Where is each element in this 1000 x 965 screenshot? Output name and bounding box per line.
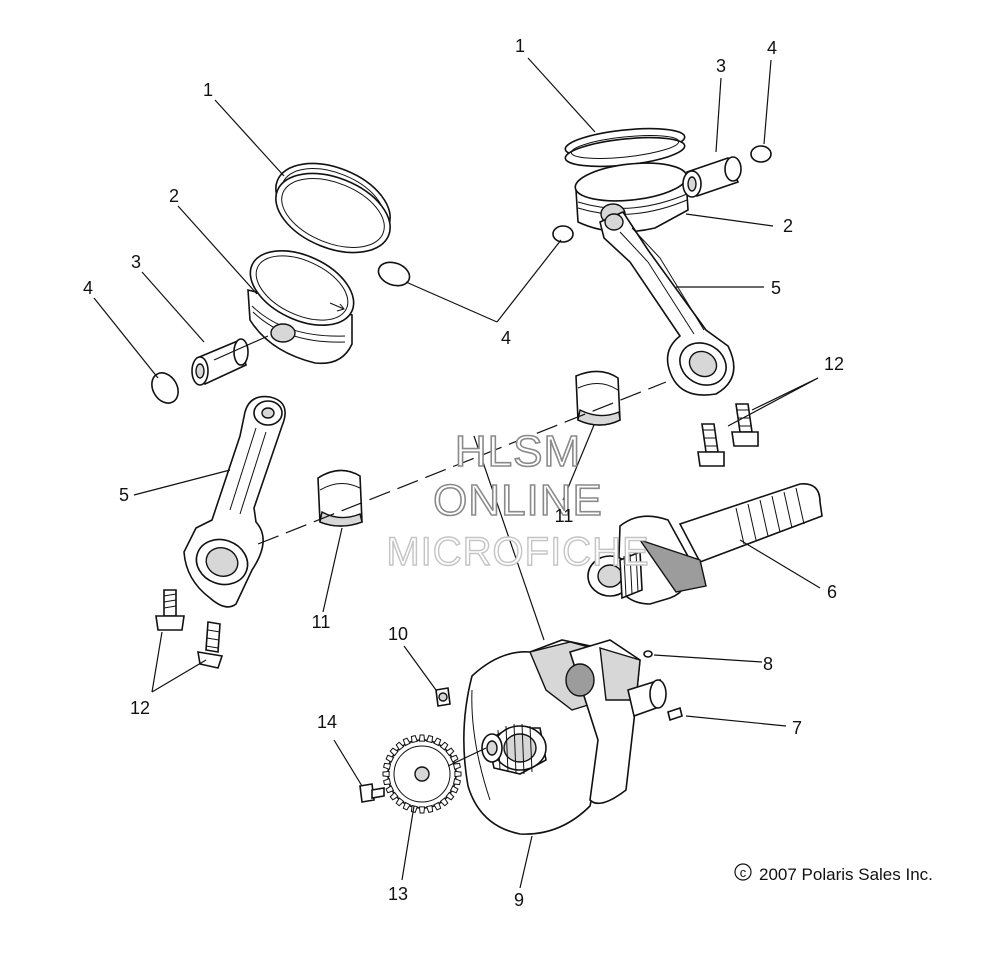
- callout-8: 8: [763, 654, 773, 674]
- left-piston-rings: [275, 162, 391, 254]
- gear-tooth: [385, 754, 395, 763]
- gear-bolt: [359, 783, 385, 803]
- left-bearing-shell: [317, 469, 363, 527]
- alignment-lines: [213, 335, 667, 767]
- callout-7: 7: [792, 718, 802, 738]
- left-wrist-pin: [191, 338, 249, 386]
- gear-tooth: [426, 735, 434, 744]
- callout-4: 4: [767, 38, 777, 58]
- gear-tooth: [454, 770, 462, 778]
- gear-tooth: [389, 747, 399, 757]
- watermark-line-1: HLSM: [455, 427, 581, 476]
- callout-14: 14: [317, 712, 337, 732]
- callout-12: 12: [130, 698, 150, 718]
- right-circlip-loose: [377, 261, 411, 287]
- gear-tooth: [445, 791, 455, 801]
- gear-tooth: [445, 747, 455, 757]
- callout-5: 5: [119, 485, 129, 505]
- gear-tooth: [418, 734, 426, 742]
- copyright-notice: c 2007 Polaris Sales Inc.: [734, 863, 933, 884]
- left-rod-bolts: [155, 589, 224, 669]
- gear-tooth: [426, 804, 434, 813]
- copyright-symbol: c: [740, 865, 747, 880]
- callout-2: 2: [169, 186, 179, 206]
- gear-tooth: [418, 806, 426, 814]
- gear-tooth: [395, 797, 405, 807]
- watermark-line-3: MICROFICHE: [386, 530, 649, 574]
- left-piston: [247, 250, 355, 365]
- gear-tooth: [389, 791, 399, 801]
- right-piston: [574, 162, 689, 233]
- gear-tooth: [433, 801, 442, 811]
- callout-4: 4: [83, 278, 93, 298]
- gear-tooth: [382, 770, 390, 778]
- gear-tooth: [449, 785, 459, 794]
- callout-2: 2: [783, 216, 793, 236]
- crank-nut: [435, 687, 451, 707]
- watermark-line-2: ONLINE: [433, 476, 603, 525]
- right-circlips: [552, 145, 772, 243]
- gear-tooth: [395, 741, 405, 751]
- gear-tooth: [449, 754, 459, 763]
- callout-4: 4: [501, 328, 511, 348]
- right-connecting-rod: [599, 210, 735, 396]
- gear-tooth: [433, 737, 442, 747]
- copyright-text: 2007 Polaris Sales Inc.: [759, 865, 933, 884]
- gear-tooth: [385, 785, 395, 794]
- gear-tooth: [452, 762, 461, 770]
- callout-9: 9: [514, 890, 524, 910]
- gear-tooth: [402, 801, 411, 811]
- timing-gear: [382, 734, 462, 814]
- right-rod-bolts: [697, 403, 759, 467]
- right-wrist-pin: [682, 156, 742, 198]
- watermark: HLSM ONLINE MICROFICHE: [386, 426, 650, 575]
- callout-11: 11: [555, 506, 574, 526]
- gear-tooth: [452, 778, 461, 786]
- callout-5: 5: [771, 278, 781, 298]
- left-circlip: [151, 372, 179, 404]
- left-connecting-rod: [183, 395, 286, 608]
- callout-3: 3: [131, 252, 141, 272]
- balance-shaft: [587, 483, 823, 605]
- gear-tooth: [402, 737, 411, 747]
- callout-13: 13: [388, 884, 408, 904]
- callout-11: 11: [312, 612, 331, 632]
- callout-1: 1: [203, 80, 213, 100]
- callout-labels: 1 2 3 4 4 1 3 4 2 5 5 12 6 11 11 12 10 8…: [83, 36, 844, 910]
- gear-tooth: [410, 735, 418, 744]
- callout-3: 3: [716, 56, 726, 76]
- gear-tooth: [439, 797, 449, 807]
- gear-tooth: [383, 762, 392, 770]
- gear-tooth: [439, 741, 449, 751]
- callout-1: 1: [515, 36, 525, 56]
- right-bearing-shell: [575, 370, 621, 426]
- gear-tooth: [383, 778, 392, 786]
- callout-10: 10: [388, 624, 408, 644]
- crank-pins: [643, 650, 683, 722]
- crankshaft: [463, 639, 667, 835]
- leader-lines: [93, 57, 821, 889]
- copyright-symbol-circle: [734, 863, 752, 881]
- callout-12: 12: [824, 354, 844, 374]
- callout-6: 6: [827, 582, 837, 602]
